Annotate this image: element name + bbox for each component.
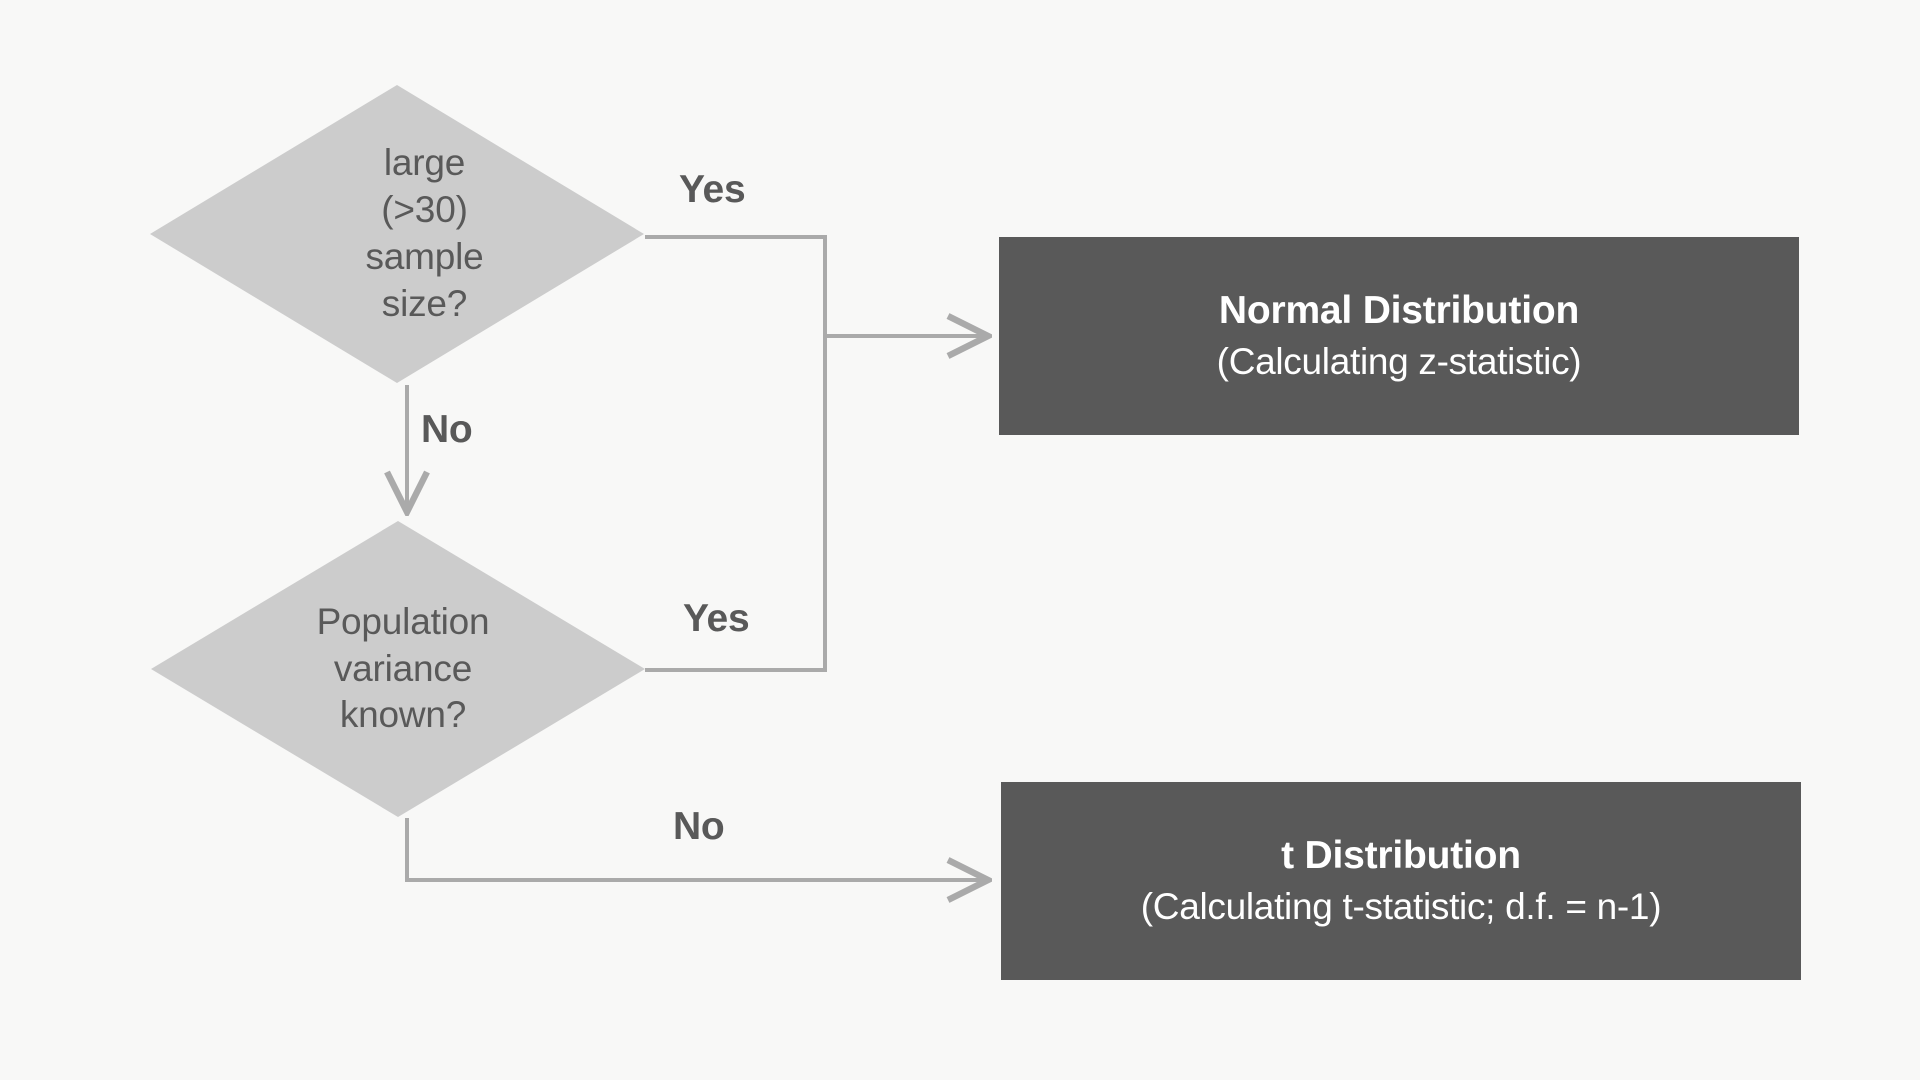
decision-node-sample-size[interactable]: large (>30) sample size? — [150, 85, 644, 383]
result-node-normal-distribution[interactable]: Normal Distribution (Calculating z-stati… — [999, 237, 1799, 435]
result-normal-title: Normal Distribution — [1218, 288, 1580, 332]
result-t-subtitle: (Calculating t-statistic; d.f. = n-1) — [1140, 886, 1662, 928]
edge-label-sample-size-no: No — [421, 408, 473, 451]
edge-label-variance-yes: Yes — [683, 597, 750, 640]
result-normal-subtitle: (Calculating z-statistic) — [1216, 341, 1582, 383]
decision-sample-size-label: large (>30) sample size? — [365, 142, 484, 324]
decision-variance-known-label: Population variance known? — [316, 600, 490, 736]
decision-node-variance-known[interactable]: Population variance known? — [151, 521, 645, 817]
edge-label-variance-no: No — [673, 805, 725, 848]
result-t-title: t Distribution — [1281, 833, 1521, 877]
edge-sample-size-yes — [645, 235, 988, 336]
edge-label-sample-size-yes: Yes — [679, 168, 746, 211]
result-node-t-distribution[interactable]: t Distribution (Calculating t-statistic;… — [1001, 782, 1801, 980]
